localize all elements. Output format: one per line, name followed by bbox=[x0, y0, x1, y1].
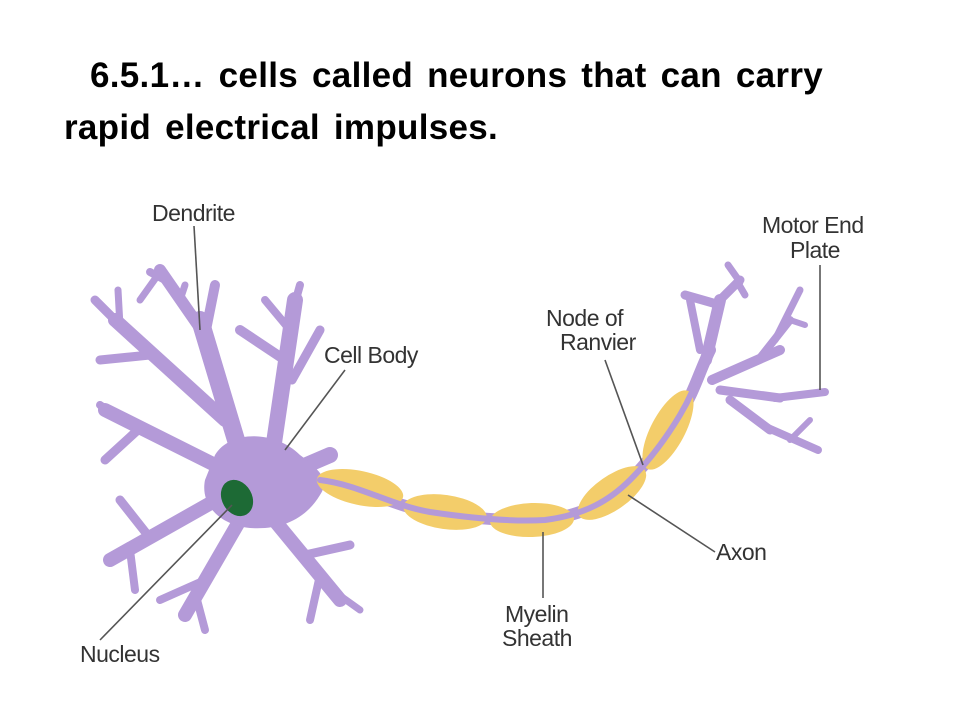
label-nucleus: Nucleus bbox=[80, 641, 160, 667]
label-axon: Axon bbox=[716, 539, 766, 565]
slide-heading: 6.5.1… cells called neurons that can car… bbox=[64, 56, 824, 147]
dendrites bbox=[90, 264, 364, 634]
label-node-of-ranvier-line2: Ranvier bbox=[560, 329, 637, 355]
leader-lines bbox=[99, 225, 821, 641]
label-dendrite: Dendrite bbox=[152, 200, 235, 226]
label-cell-body: Cell Body bbox=[324, 342, 419, 368]
label-motor-end-plate-line1: Motor End bbox=[762, 212, 864, 238]
label-myelin-sheath-line2: Sheath bbox=[502, 625, 572, 651]
axon-terminals bbox=[680, 261, 829, 454]
label-myelin-sheath-line1: Myelin bbox=[505, 601, 568, 627]
label-motor-end-plate-line2: Plate bbox=[790, 237, 840, 263]
label-node-of-ranvier-line1: Node of bbox=[546, 305, 624, 331]
